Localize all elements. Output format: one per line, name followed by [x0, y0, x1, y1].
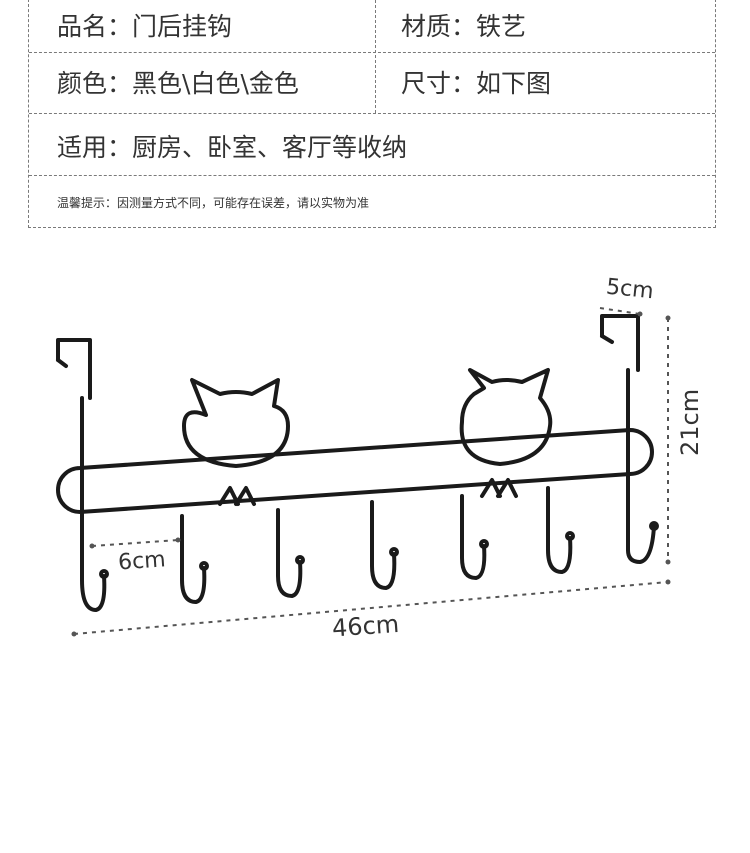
- hook-spacing-dimension-label: 6cm: [117, 547, 166, 575]
- spec-material: 材质：铁艺: [401, 12, 527, 41]
- hook: [180, 514, 209, 604]
- spec-name: 品名：门后挂钩: [57, 12, 233, 41]
- cat-ornament-right: [459, 368, 553, 498]
- hook: [626, 521, 659, 564]
- depth-dimension-label: 5cm: [605, 275, 655, 305]
- table-divider: [29, 175, 715, 176]
- table-divider: [29, 113, 715, 114]
- rail-bar: [56, 428, 654, 514]
- product-diagram: 5cm 21cm 6cm 46cm: [56, 275, 704, 643]
- hook: [80, 569, 109, 612]
- right-door-bracket: [600, 314, 640, 552]
- hook: [276, 508, 305, 598]
- hook-spacing-dimension-line: [91, 539, 179, 547]
- height-dimension-label: 21cm: [676, 389, 704, 456]
- depth-dimension-line: [599, 307, 641, 315]
- spec-table: 品名：门后挂钩 材质：铁艺 颜色：黑色\白色\金色 尺寸：如下图 适用：厨房、卧…: [28, 0, 716, 228]
- width-dimension-line: [73, 581, 669, 635]
- table-divider: [375, 0, 376, 113]
- hook: [546, 486, 575, 574]
- spec-usage: 适用：厨房、卧室、客厅等收纳: [57, 133, 408, 162]
- left-door-bracket: [56, 338, 92, 582]
- hook: [370, 500, 399, 590]
- measurement-note: 温馨提示：因测量方式不同，可能存在误差，请以实物为准: [57, 196, 370, 210]
- hook: [460, 494, 489, 580]
- width-dimension-label: 46cm: [331, 610, 400, 643]
- cat-ornament-left: [182, 378, 290, 506]
- spec-size: 尺寸：如下图: [401, 69, 552, 98]
- table-divider: [29, 52, 715, 53]
- spec-color: 颜色：黑色\白色\金色: [57, 69, 299, 98]
